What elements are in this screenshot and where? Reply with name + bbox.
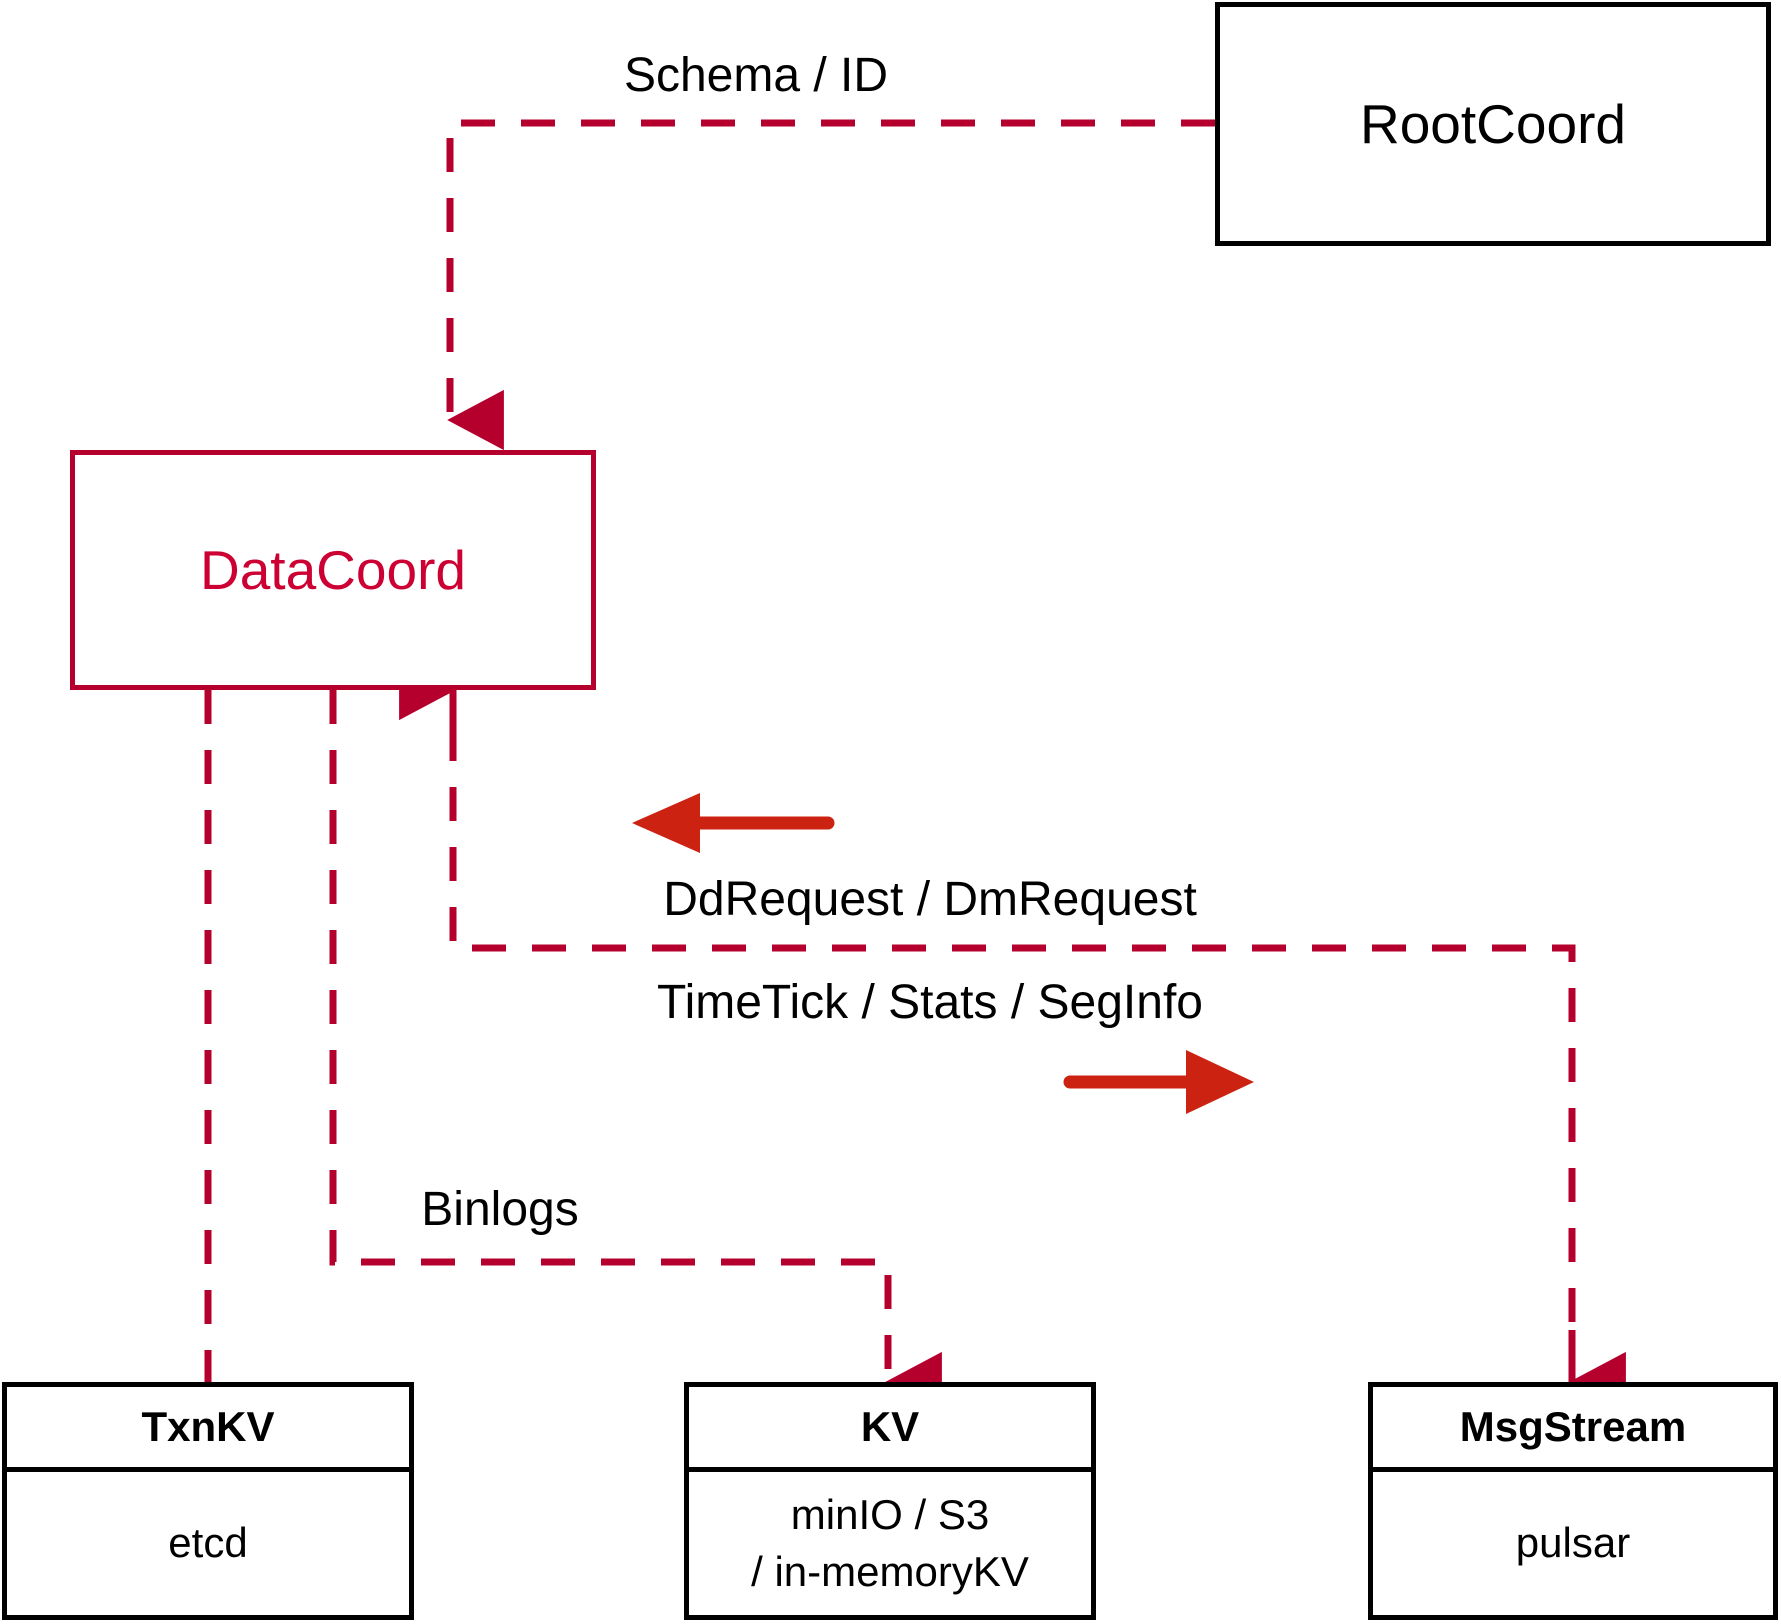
node-datacoord-label: DataCoord <box>200 539 466 601</box>
node-kv[interactable]: KV minIO / S3 / in-memoryKV <box>684 1382 1096 1620</box>
node-txnkv-title: TxnKV <box>7 1387 409 1472</box>
direction-arrow-right <box>1063 1050 1254 1114</box>
node-kv-body-line-2: / in-memoryKV <box>751 1547 1029 1595</box>
edge-datacoord-kv-binlogs <box>329 690 942 1413</box>
node-kv-body-line-1: minIO / S3 <box>790 1490 990 1538</box>
node-msgstream-title: MsgStream <box>1373 1387 1773 1472</box>
node-rootcoord[interactable]: RootCoord <box>1215 2 1771 246</box>
edge-label-schema-id: Schema / ID <box>623 49 889 102</box>
node-msgstream-body: pulsar <box>1373 1472 1773 1615</box>
edge-label-binlogs: Binlogs <box>421 1183 579 1236</box>
node-txnkv[interactable]: TxnKV etcd <box>2 1382 414 1620</box>
node-kv-body: minIO / S3 / in-memoryKV <box>689 1472 1091 1615</box>
edge-label-dd-dm-request: DdRequest / DmRequest <box>663 873 1197 926</box>
node-txnkv-body: etcd <box>7 1472 409 1615</box>
direction-arrow-left <box>632 793 835 853</box>
node-txnkv-body-line-1: etcd <box>168 1519 248 1567</box>
node-rootcoord-label: RootCoord <box>1360 93 1626 155</box>
edge-msgstream-datacoord <box>399 659 1576 1382</box>
edge-schema-id <box>446 119 1215 451</box>
node-datacoord[interactable]: DataCoord <box>70 450 596 690</box>
node-msgstream[interactable]: MsgStream pulsar <box>1368 1382 1778 1620</box>
edge-label-timetick-stats-seginfo: TimeTick / Stats / SegInfo <box>657 976 1203 1029</box>
node-kv-title: KV <box>689 1387 1091 1472</box>
node-msgstream-body-line-1: pulsar <box>1515 1519 1631 1567</box>
